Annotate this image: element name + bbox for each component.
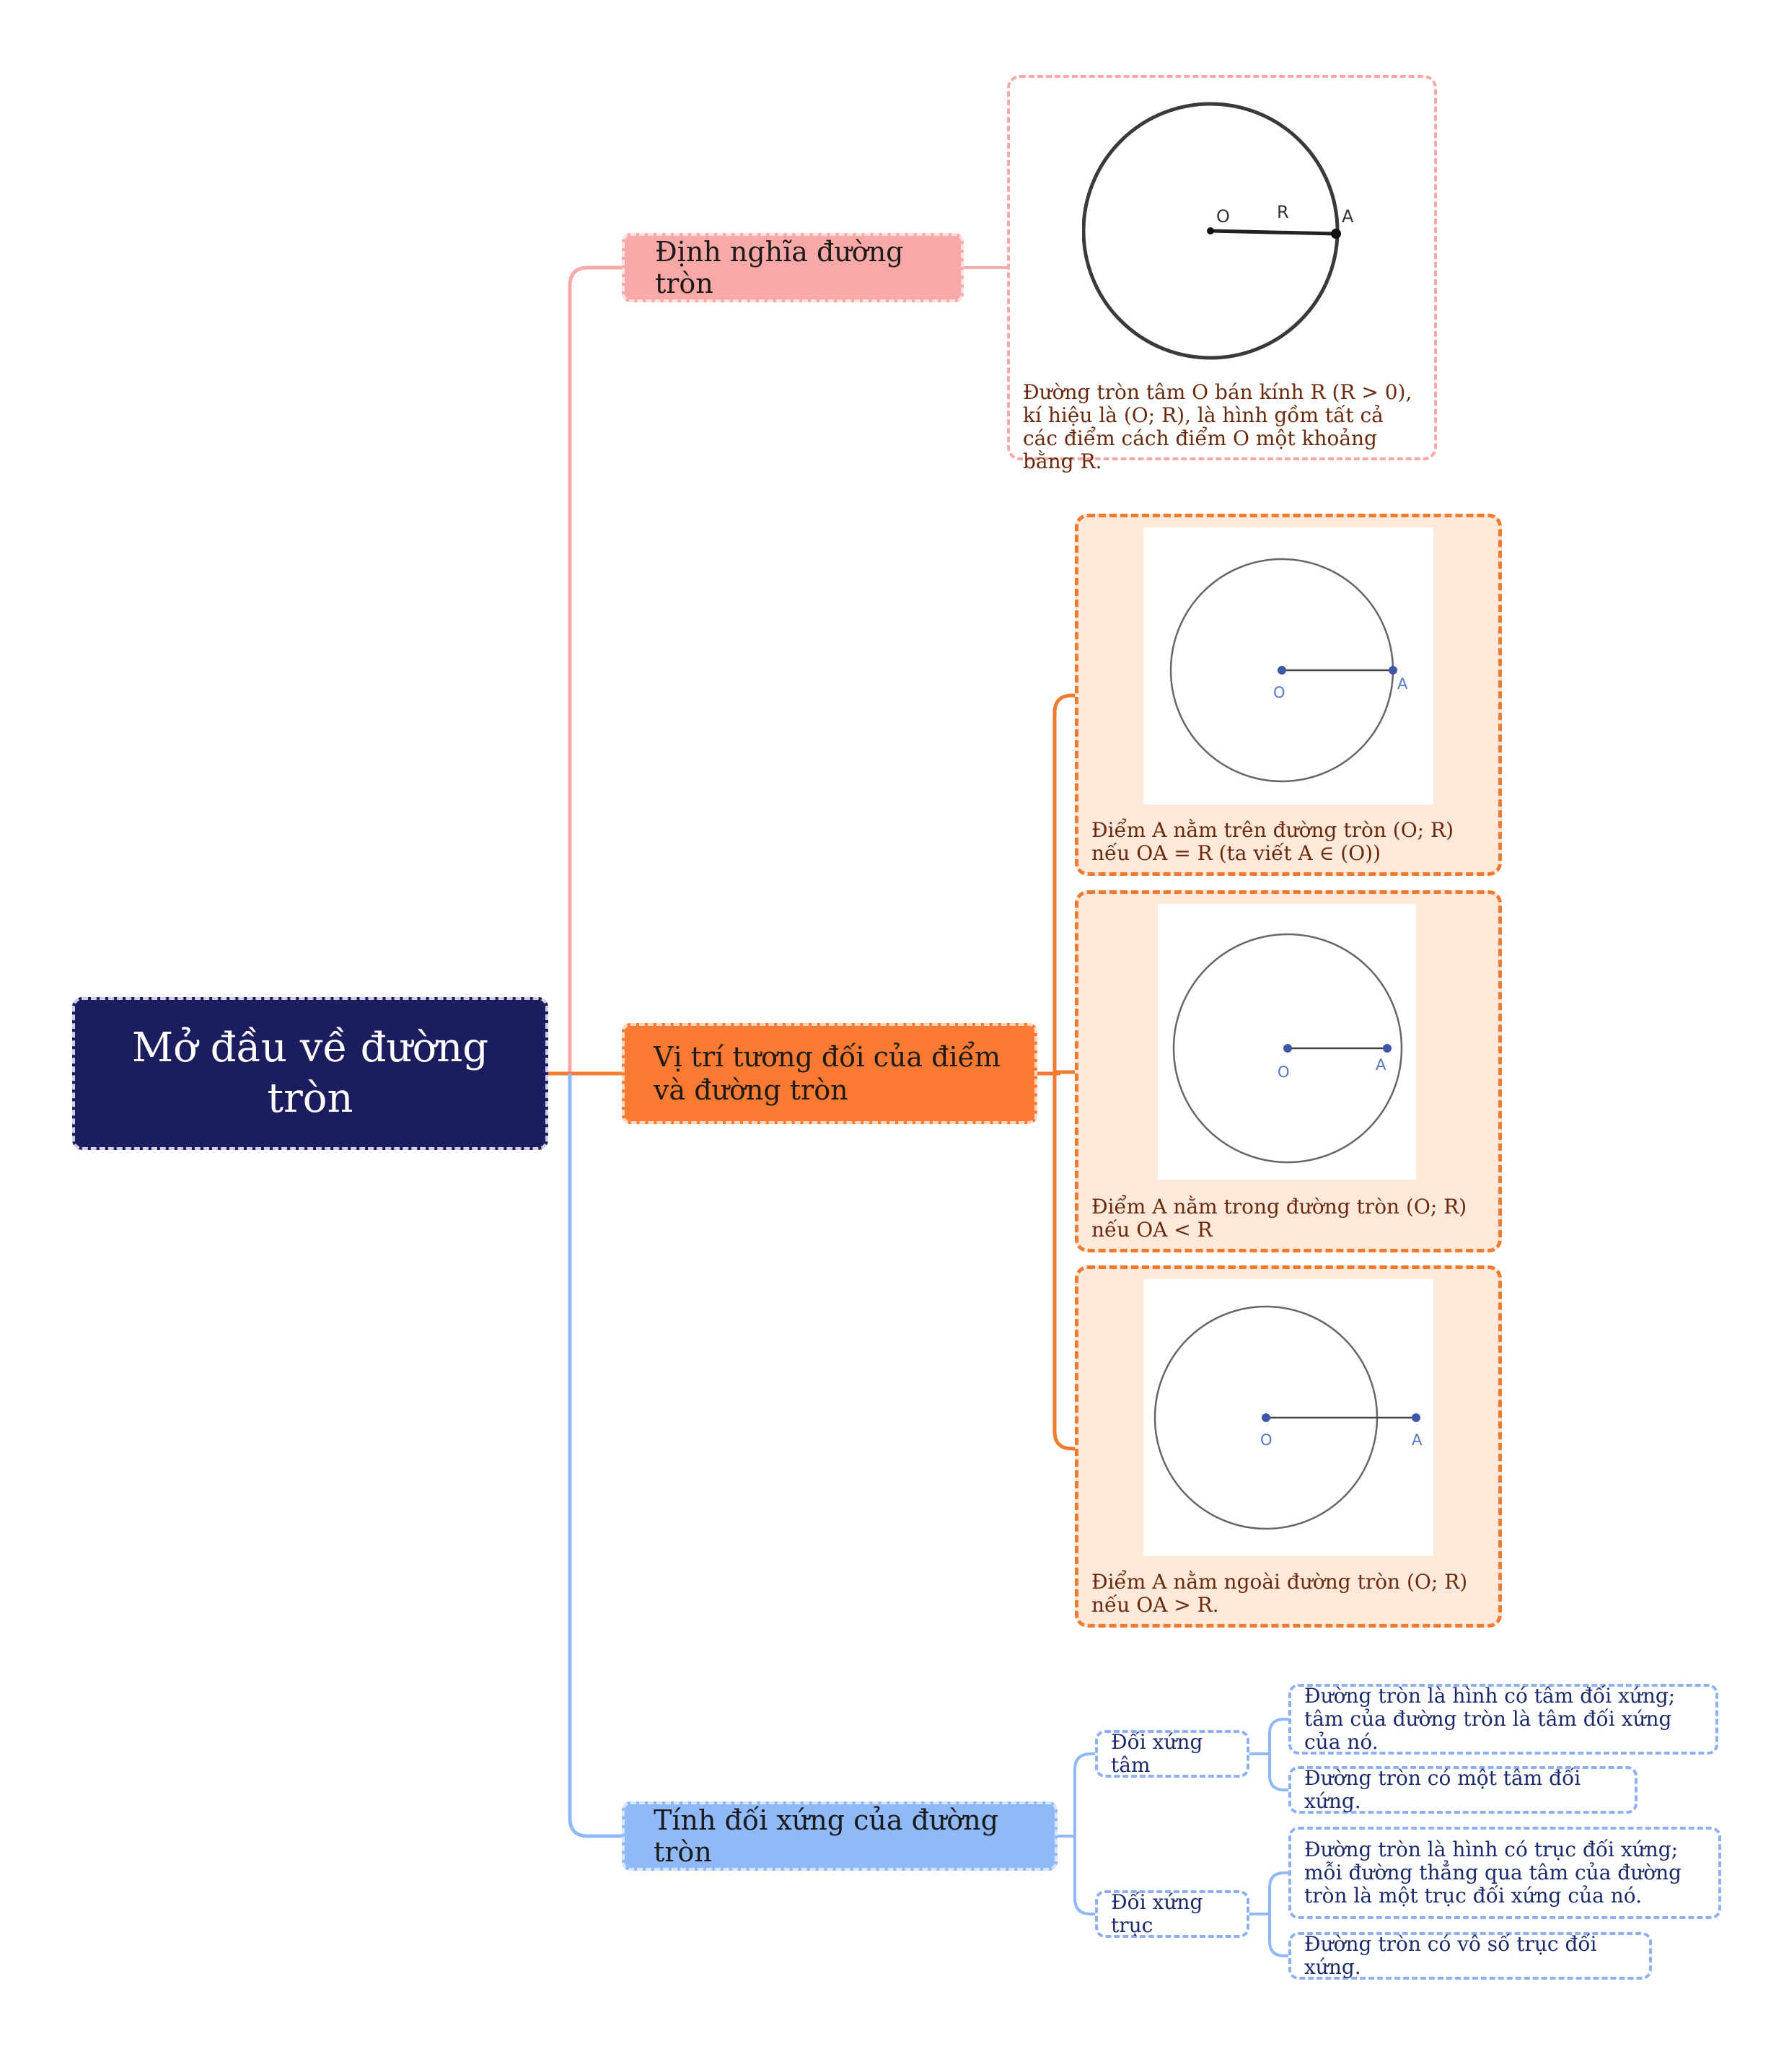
branch-definition-label: Định nghĩa đường tròn xyxy=(655,236,904,299)
leaf-axial-symmetry-2[interactable]: Đường tròn có vô số trục đối xứng. xyxy=(1288,1932,1652,1980)
subtopic-axial-symmetry[interactable]: Đối xứng trục xyxy=(1095,1890,1249,1938)
subtopic-label: Đối xứng trục xyxy=(1111,1890,1203,1937)
point-label: A xyxy=(1412,1431,1423,1449)
subtopic-label: Đối xứng tâm xyxy=(1111,1730,1203,1777)
branch-relative-position-label: Vị trí tương đối của điểm và đường tròn xyxy=(654,1041,1001,1106)
branch-relative-position[interactable]: Vị trí tương đối của điểm và đường tròn xyxy=(622,1023,1037,1124)
branch-symmetry[interactable]: Tính đối xứng của đường tròn xyxy=(622,1801,1058,1871)
point-label: A xyxy=(1342,206,1354,227)
leaf-text: Đường tròn là hình có trục đối xứng; mỗi… xyxy=(1304,1838,1682,1908)
root-topic[interactable]: Mở đầu về đường tròn xyxy=(72,997,548,1150)
branch-symmetry-label: Tính đối xứng của đường tròn xyxy=(654,1804,999,1868)
root-title: Mở đầu về đường tròn xyxy=(131,1024,489,1122)
center-label: O xyxy=(1278,1063,1290,1081)
definition-card[interactable]: O R A Đường tròn tâm O bán kính R (R > 0… xyxy=(1007,75,1437,473)
position-figure-on: O A xyxy=(1143,527,1433,804)
point-label: A xyxy=(1397,675,1408,693)
branch-definition[interactable]: Định nghĩa đường tròn xyxy=(622,233,964,302)
leaf-central-symmetry-1[interactable]: Đường tròn là hình có tâm đối xứng; tâm … xyxy=(1288,1684,1718,1755)
definition-text: Đường tròn tâm O bán kính R (R > 0), kí … xyxy=(1023,380,1412,473)
position-figure-outside: O A xyxy=(1143,1279,1433,1556)
center-label: O xyxy=(1273,684,1285,701)
position-card-inside[interactable]: O A Điểm A nằm trong đường tròn (O; R) n… xyxy=(1075,890,1502,1252)
position-card-outside[interactable]: O A Điểm A nằm ngoài đường tròn (O; R) n… xyxy=(1075,1265,1502,1628)
subtopic-central-symmetry[interactable]: Đối xứng tâm xyxy=(1095,1730,1249,1778)
center-label: O xyxy=(1216,206,1230,227)
position-text-on: Điểm A nằm trên đường tròn (O; R) nếu OA… xyxy=(1091,818,1454,865)
circle-definition-figure: O R A xyxy=(1082,102,1354,360)
point-label: A xyxy=(1376,1056,1386,1074)
leaf-text: Đường tròn có vô số trục đối xứng. xyxy=(1304,1932,1597,1979)
radius-label: R xyxy=(1277,202,1289,222)
leaf-axial-symmetry-1[interactable]: Đường tròn là hình có trục đối xứng; mỗi… xyxy=(1288,1827,1721,1919)
center-label: O xyxy=(1260,1431,1272,1449)
position-text-inside: Điểm A nằm trong đường tròn (O; R) nếu O… xyxy=(1091,1195,1467,1242)
leaf-text: Đường tròn là hình có tâm đối xứng; tâm … xyxy=(1304,1684,1676,1754)
leaf-text: Đường tròn có một tâm đối xứng. xyxy=(1304,1766,1581,1813)
position-card-on[interactable]: O A Điểm A nằm trên đường tròn (O; R) nế… xyxy=(1075,514,1502,876)
leaf-central-symmetry-2[interactable]: Đường tròn có một tâm đối xứng. xyxy=(1288,1766,1638,1814)
position-text-outside: Điểm A nằm ngoài đường tròn (O; R) nếu O… xyxy=(1091,1570,1468,1617)
position-figure-inside: O A xyxy=(1158,904,1416,1180)
